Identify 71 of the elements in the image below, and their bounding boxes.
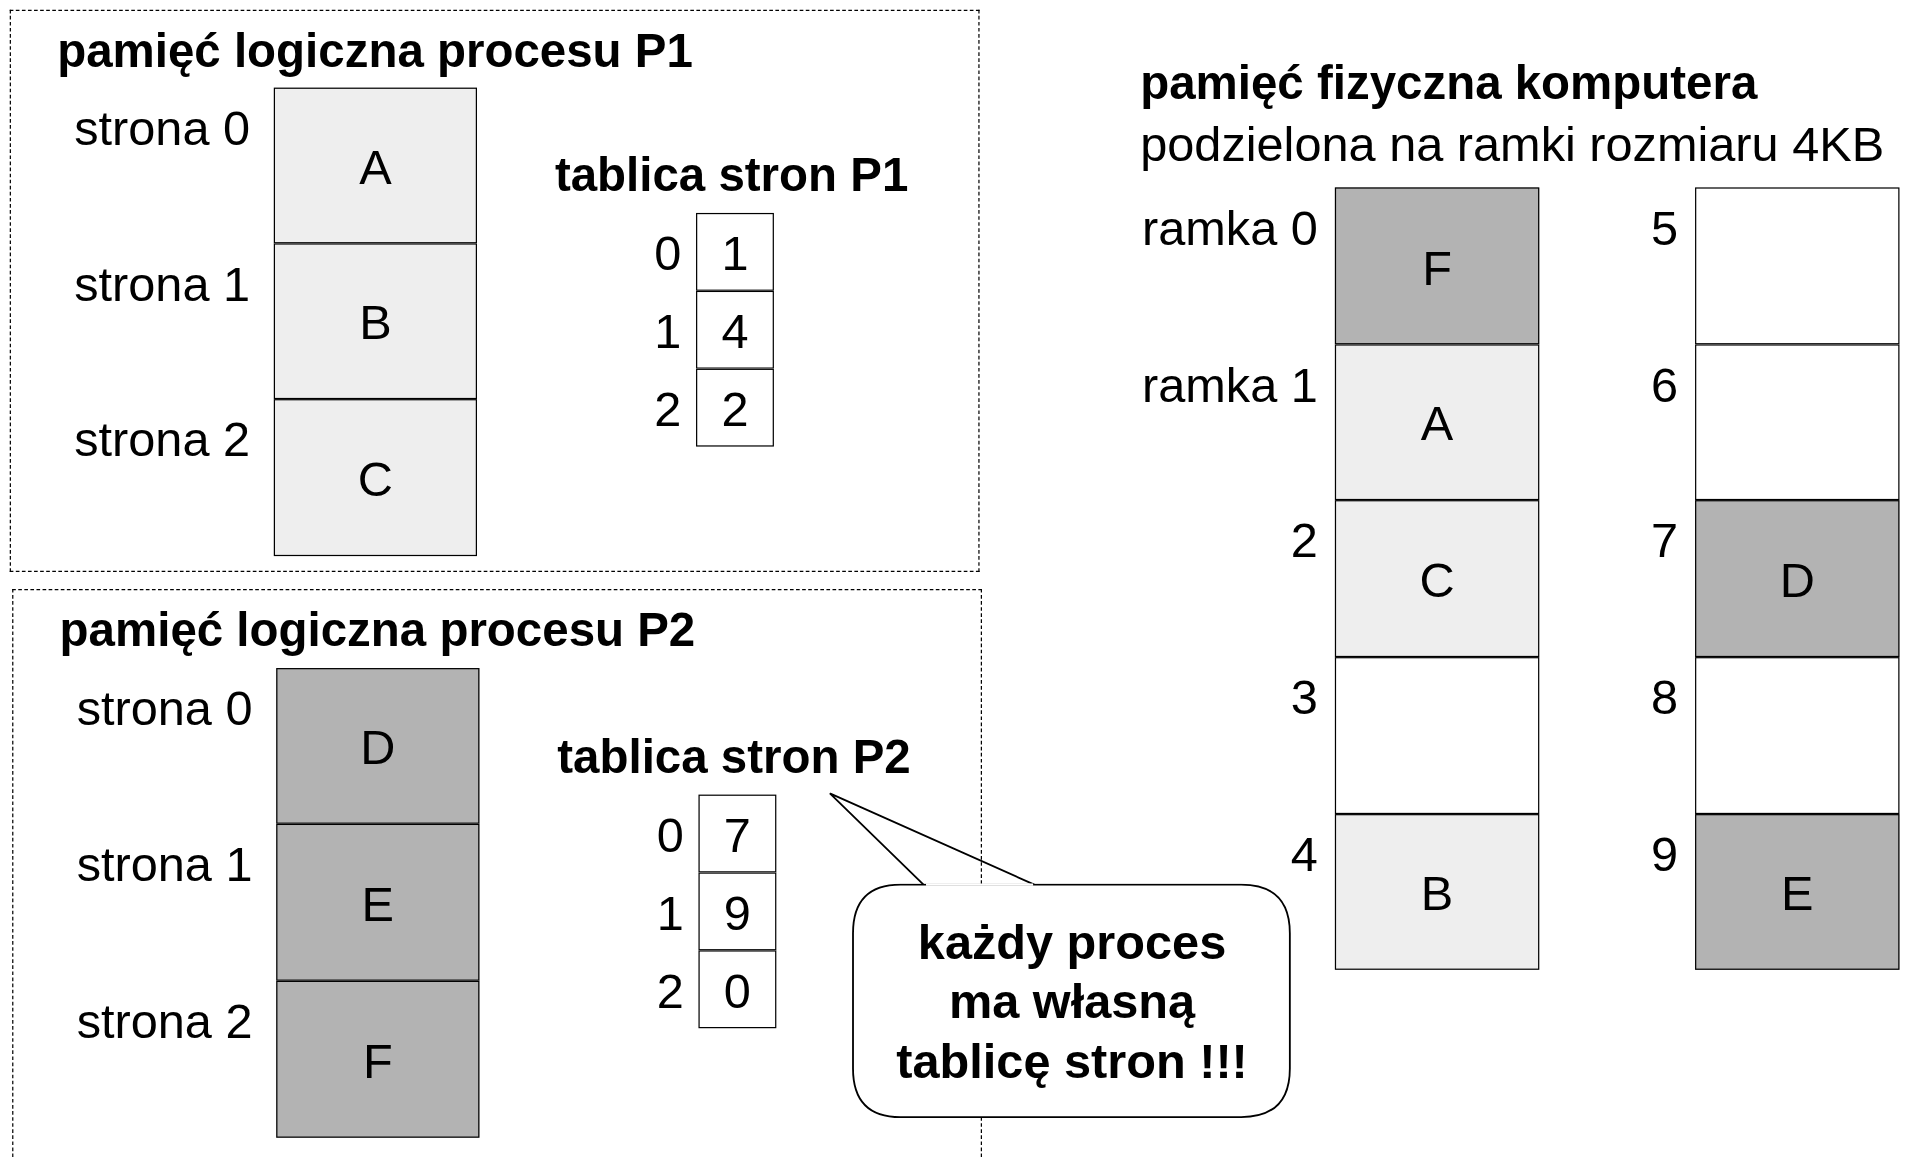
frame-label: 6 [1650, 356, 1678, 413]
cell-letter: 9 [722, 884, 752, 941]
index-number: 2 [654, 381, 682, 437]
index-number: 0 [656, 807, 684, 863]
cell-letter: 4 [720, 303, 750, 359]
table-cell [698, 950, 777, 1029]
page-label: strona 2 [76, 993, 253, 1049]
cell-letter: 0 [722, 962, 752, 1019]
empty-frame-box [1334, 657, 1540, 815]
empty-frame-box [1695, 187, 1900, 345]
page-label: strona 1 [74, 255, 251, 312]
page-label: strona 1 [76, 836, 253, 892]
table-heading: tablica stron P1 [554, 147, 909, 203]
memory-frame-box [1334, 500, 1540, 658]
frame-label: 9 [1650, 826, 1678, 883]
callout-text: każdy proces ma własną tablicę stron !!! [895, 914, 1249, 1090]
cell-letter: F [1421, 239, 1453, 296]
memory-page-box [276, 823, 480, 981]
memory-page-box [273, 87, 477, 244]
table-cell [696, 290, 774, 369]
cell-letter: A [358, 138, 393, 195]
group-title: pamięć logiczna procesu P1 [57, 23, 693, 79]
table-cell [696, 212, 774, 291]
memory-page-box [276, 668, 480, 824]
cell-letter: D [1778, 552, 1816, 608]
table-heading: tablica stron P2 [557, 729, 911, 785]
frame-label: 7 [1650, 512, 1678, 569]
cell-letter: E [360, 875, 396, 932]
empty-frame-box [1695, 657, 1900, 815]
memory-frame-box [1695, 814, 1900, 970]
table-cell [698, 872, 777, 951]
memory-frame-box [1334, 187, 1540, 345]
cell-letter: 1 [720, 225, 750, 282]
index-number: 0 [654, 225, 682, 282]
frame-label: 8 [1650, 669, 1678, 726]
page-label: strona 2 [74, 411, 251, 468]
frame-label: ramka 0 [1142, 199, 1318, 256]
cell-letter: A [1419, 395, 1455, 452]
memory-page-box [276, 980, 480, 1138]
cell-letter: B [1419, 865, 1455, 922]
cell-letter: D [359, 719, 397, 776]
index-number: 2 [656, 962, 684, 1019]
frame-label: 5 [1650, 199, 1678, 256]
memory-frame-box [1334, 344, 1540, 501]
index-number: 1 [656, 884, 684, 941]
heading: pamięć fizyczna komputera [1140, 54, 1758, 111]
cell-letter: 7 [722, 807, 752, 863]
cell-letter: F [361, 1032, 394, 1089]
index-number: 1 [654, 303, 682, 359]
empty-frame-box [1695, 344, 1900, 501]
speech-bubble [851, 883, 1293, 1120]
memory-frame-box [1334, 814, 1540, 970]
cell-letter: C [1418, 552, 1456, 608]
frame-label: 4 [1290, 826, 1318, 883]
subheading: podzielona na ramki rozmiaru 4KB [1140, 115, 1885, 172]
cell-letter: B [358, 294, 393, 351]
table-cell [698, 794, 777, 873]
page-label: strona 0 [74, 100, 251, 156]
group-title: pamięć logiczna procesu P2 [59, 602, 696, 658]
dashed-frame [9, 9, 980, 572]
frame-label: 2 [1290, 512, 1318, 569]
page-label: strona 0 [76, 680, 253, 737]
memory-page-box [273, 399, 477, 557]
memory-frame-box [1695, 500, 1900, 658]
cell-letter: C [356, 451, 394, 507]
cell-letter: E [1780, 865, 1815, 922]
cell-letter: 2 [720, 381, 750, 437]
memory-page-box [273, 243, 477, 400]
frame-label: ramka 1 [1142, 356, 1318, 413]
frame-label: 3 [1290, 669, 1318, 726]
table-cell [696, 368, 774, 447]
